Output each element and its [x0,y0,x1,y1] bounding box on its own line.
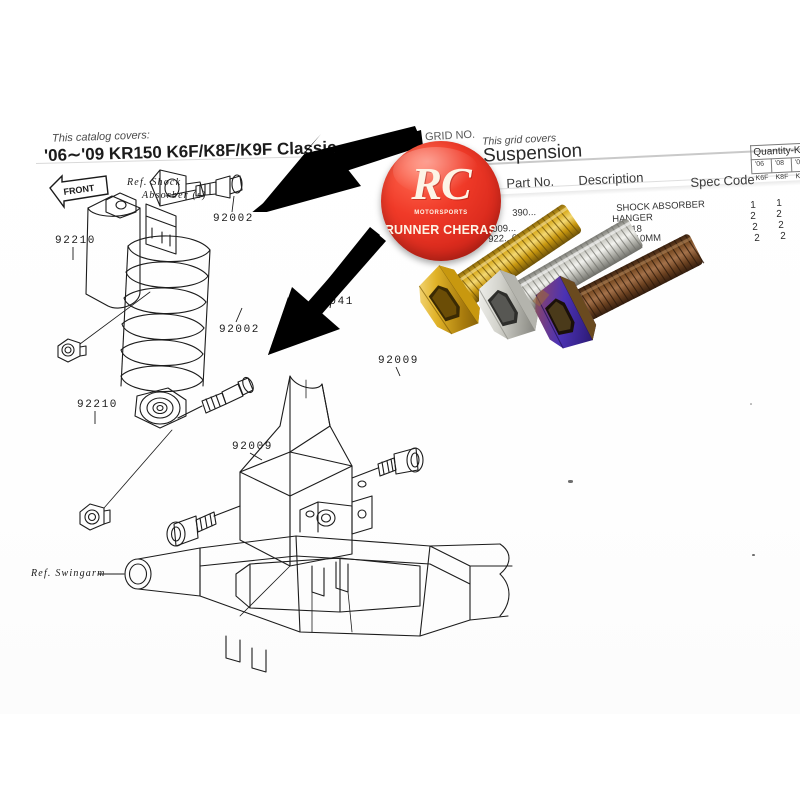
ref-shock-absorber-line1: Ref. Shock [127,177,182,188]
dust-speck [568,480,573,483]
ref-shock-absorber-line2: Absorber (s) [142,190,207,201]
callout-92210-top: 92210 [55,235,97,247]
svg-text:FRONT: FRONT [63,183,96,197]
callout-92210-bottom: 92210 [77,399,119,411]
badge-motorsports-text: MOTORSPORTS [414,210,468,216]
exploded-parts-diagram [0,96,520,696]
rc-motorsports-badge: RC MOTORSPORTS RUNNER CHERAS [381,141,501,261]
callout-92002-top: 92002 [213,213,255,225]
bolt-gold [404,185,604,345]
arrow-lower [268,227,386,355]
dust-speck [752,554,755,556]
badge-initials: RC [411,158,471,209]
callout-92009-right: 92009 [378,355,420,367]
front-direction-tag: FRONT [49,174,109,210]
arrow-upper [252,126,423,212]
bolt-burnt [520,200,720,375]
callout-92009-left: 92009 [232,441,274,453]
badge-shop-name: RUNNER CHERAS [384,223,498,237]
ref-swingarm-label: Ref. Swingarm [31,568,106,579]
callout-92002-mid: 92002 [219,324,261,336]
dust-speck [750,403,752,405]
badge-gloss-highlight [393,147,480,195]
